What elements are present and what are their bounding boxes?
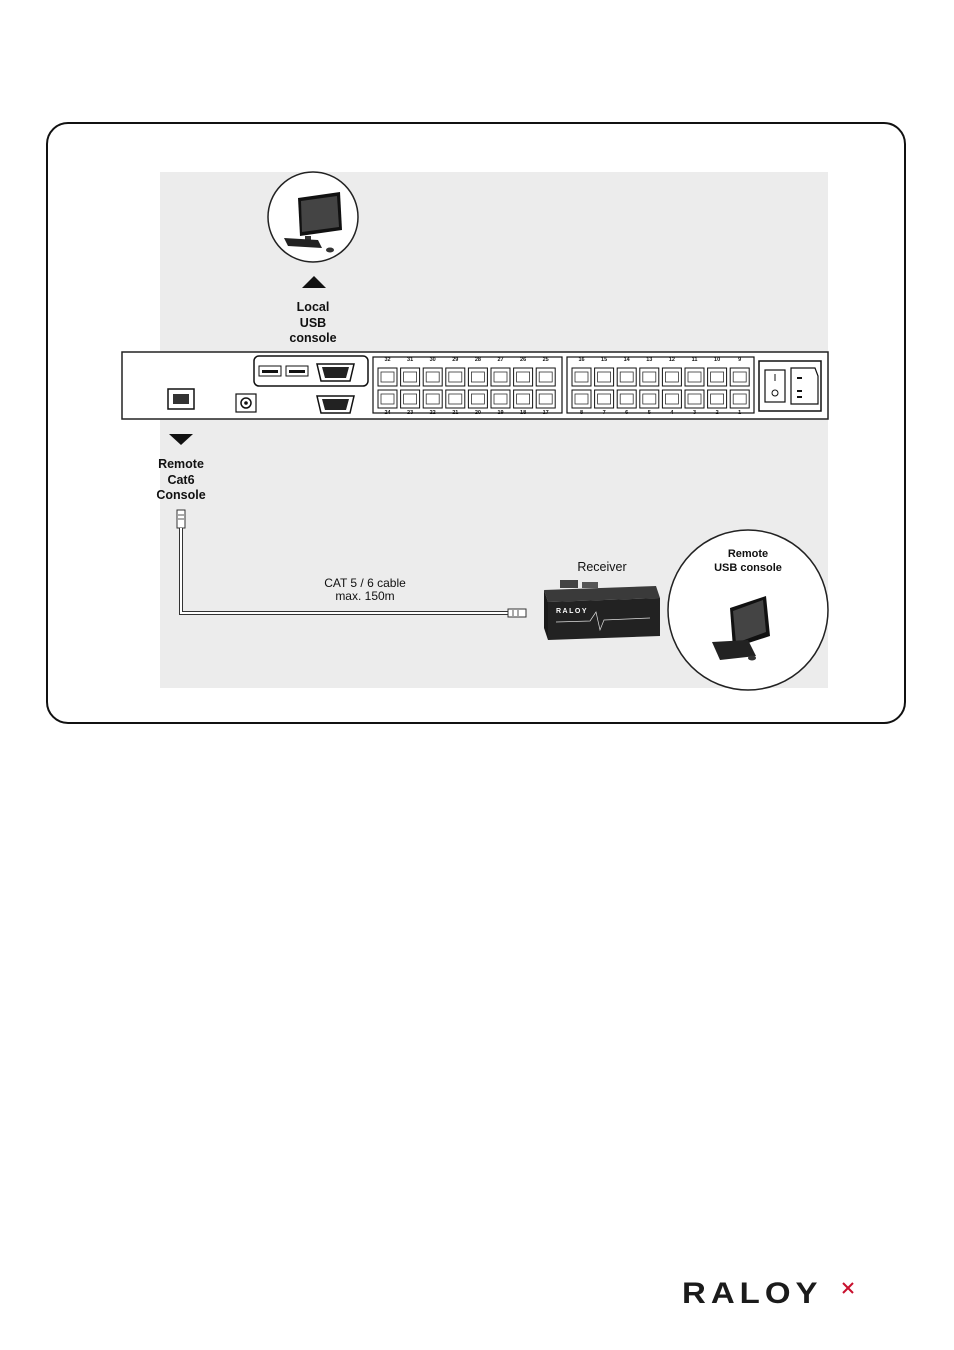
port-number: 17 — [543, 410, 549, 416]
arrow-up-icon — [302, 276, 326, 288]
receiver-brand: RALOY — [556, 608, 588, 615]
port-number: 2 — [716, 410, 719, 416]
port-number: 18 — [520, 410, 526, 416]
arrow-down-icon — [169, 434, 193, 445]
receiver-device: RALOY — [544, 580, 660, 640]
port-number: 5 — [648, 410, 651, 416]
port-number: 30 — [430, 357, 436, 363]
port-number: 20 — [475, 410, 481, 416]
port-number: 29 — [452, 357, 458, 363]
port-number: 8 — [580, 410, 583, 416]
port-number: 31 — [407, 357, 413, 363]
port-number: 13 — [646, 357, 652, 363]
port-number: 15 — [601, 357, 607, 363]
port-number: 22 — [430, 410, 436, 416]
port-number: 7 — [603, 410, 606, 416]
cable-label: CAT 5 / 6 cable max. 150m — [305, 577, 425, 603]
port-number: 14 — [624, 357, 631, 363]
port-number: 26 — [520, 357, 526, 363]
port-number: 28 — [475, 357, 481, 363]
port-number: 21 — [452, 410, 458, 416]
port-number: 24 — [384, 410, 391, 416]
port-number: 10 — [714, 357, 720, 363]
port-number: 3 — [693, 410, 696, 416]
port-number: 16 — [578, 357, 584, 363]
port-number: 1 — [738, 410, 741, 416]
port-number: 11 — [692, 357, 698, 363]
port-number: 27 — [497, 357, 503, 363]
logo-accent-icon — [841, 1281, 855, 1295]
port-number: 32 — [384, 357, 390, 363]
raloy-logo: RALOY — [682, 1278, 823, 1308]
port-number: 9 — [738, 357, 741, 363]
port-number: 19 — [497, 410, 503, 416]
port-number: 25 — [543, 357, 549, 363]
local-console-label: Local USB console — [273, 300, 353, 347]
port-number: 23 — [407, 410, 413, 416]
port-number: 6 — [625, 410, 628, 416]
receiver-label: Receiver — [562, 561, 642, 574]
port-number: 12 — [669, 357, 675, 363]
remote-cat6-label: Remote Cat6 Console — [141, 457, 221, 504]
local-console-computer — [268, 172, 358, 262]
remote-usb-console-label: Remote USB console — [700, 547, 796, 575]
kvm-switch-rear-panel: 3224312330222921282027192618251716815714… — [122, 352, 828, 419]
